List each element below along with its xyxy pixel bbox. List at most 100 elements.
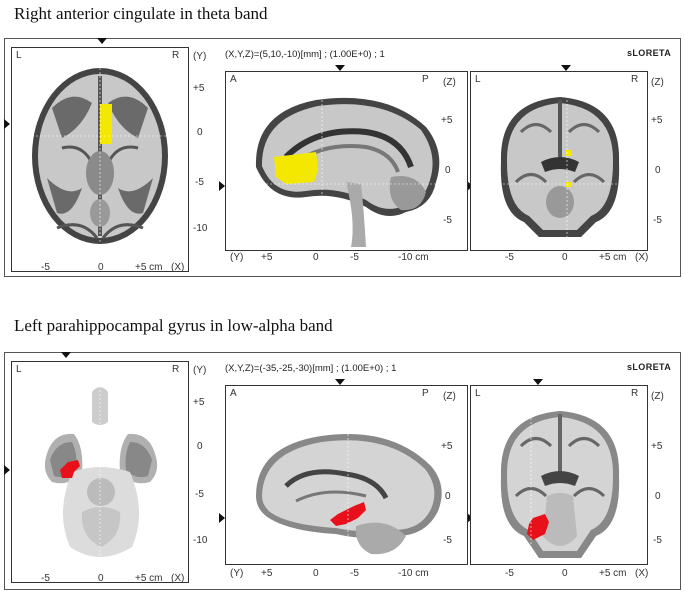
tick-label: -10 cm [398, 568, 429, 579]
sagittal-brain-image [256, 390, 442, 562]
tick-label: 0 [313, 568, 319, 579]
tick-label: +5 [261, 568, 273, 579]
coordinate-readout: (X,Y,Z)=(-35,-25,-30)[mm] ; (1.00E+0) ; … [225, 363, 397, 374]
axis-label: (Y) [230, 252, 244, 263]
axis-label: (Z) [651, 391, 664, 402]
coronal-view[interactable]: L R [470, 385, 648, 565]
tick-label: -5 [443, 215, 452, 226]
axial-view[interactable]: L R [11, 47, 189, 272]
tick-label: -5 [41, 262, 50, 273]
left-label: L [16, 364, 22, 375]
tick-label: -5 [195, 489, 204, 500]
axis-label: (Y) [193, 51, 207, 62]
activation-region [60, 460, 80, 478]
tick-label: +5 [441, 115, 453, 126]
tick-label: 0 [197, 441, 203, 452]
slice-marker-icon[interactable] [4, 465, 10, 475]
tick-label: 0 [197, 127, 203, 138]
slice-marker-icon[interactable] [219, 181, 225, 191]
coronal-view[interactable]: L R [470, 71, 648, 251]
left-label: L [16, 50, 22, 61]
tick-label: -5 [350, 252, 359, 263]
slice-marker-icon[interactable] [533, 379, 543, 385]
tick-label: -5 [41, 573, 50, 584]
tick-label: +5 [193, 83, 205, 94]
tick-label: +5 cm [599, 568, 627, 579]
posterior-label: P [422, 388, 429, 399]
tick-label: -10 [193, 535, 208, 546]
right-label: R [631, 388, 639, 399]
activation-region [566, 182, 571, 187]
sloreta-panel: L R (Y) +5 0 -5 -10 -5 0 +5 cm (X) (X,Y,… [4, 352, 681, 590]
axis-label: (Z) [651, 77, 664, 88]
anterior-label: A [230, 74, 237, 85]
slice-marker-icon[interactable] [561, 65, 571, 71]
section-title: Right anterior cingulate in theta band [14, 4, 268, 23]
axis-label: (Z) [443, 77, 456, 88]
tick-label: +5 [261, 252, 273, 263]
tick-label: -10 cm [398, 252, 429, 263]
tick-label: +5 [441, 441, 453, 452]
tick-label: 0 [98, 573, 104, 584]
axis-label: (X) [171, 573, 185, 584]
axial-view[interactable]: L R [11, 361, 189, 583]
tick-label: -5 [653, 215, 662, 226]
slice-marker-icon[interactable] [335, 379, 345, 385]
right-label: R [631, 74, 639, 85]
axial-brain-image [44, 370, 158, 580]
axis-label: (X) [171, 262, 185, 273]
activation-region [274, 152, 318, 184]
slice-marker-icon[interactable] [61, 352, 71, 358]
tick-label: +5 [651, 115, 663, 126]
tick-label: -10 [193, 223, 208, 234]
tick-label: +5 cm [135, 573, 163, 584]
tick-label: -5 [505, 252, 514, 263]
tick-label: +5 cm [135, 262, 163, 273]
brand-label: sLORETA [627, 362, 672, 372]
tick-label: +5 cm [599, 252, 627, 263]
brand-label: sLORETA [627, 48, 672, 58]
tick-label: -5 [505, 568, 514, 579]
right-label: R [172, 364, 180, 375]
activation-region [566, 150, 572, 156]
tick-label: 0 [98, 262, 104, 273]
tick-label: -5 [350, 568, 359, 579]
axis-label: (Y) [193, 365, 207, 376]
tick-label: 0 [562, 252, 568, 263]
axis-label: (X) [635, 568, 649, 579]
activation-region [100, 104, 112, 144]
tick-label: -5 [653, 535, 662, 546]
axis-label: (X) [635, 252, 649, 263]
tick-label: +5 [651, 441, 663, 452]
slice-marker-icon[interactable] [335, 65, 345, 71]
coordinate-readout: (X,Y,Z)=(5,10,-10)[mm] ; (1.00E+0) ; 1 [225, 49, 385, 60]
section-title: Left parahippocampal gyrus in low-alpha … [14, 316, 333, 335]
sagittal-brain-image [230, 76, 465, 248]
axial-brain-image [16, 56, 186, 270]
coronal-brain-image [500, 390, 620, 562]
coronal-brain-image [475, 76, 645, 248]
slice-marker-icon[interactable] [97, 38, 107, 44]
posterior-label: P [422, 74, 429, 85]
tick-label: 0 [445, 491, 451, 502]
tick-label: 0 [655, 491, 661, 502]
sagittal-view[interactable]: A P [225, 385, 468, 565]
right-label: R [172, 50, 180, 61]
left-label: L [475, 388, 481, 399]
tick-label: -5 [443, 535, 452, 546]
sagittal-view[interactable]: A P [225, 71, 468, 251]
tick-label: -5 [195, 177, 204, 188]
tick-label: 0 [655, 165, 661, 176]
slice-marker-icon[interactable] [219, 513, 225, 523]
tick-label: 0 [562, 568, 568, 579]
slice-marker-icon[interactable] [4, 119, 10, 129]
anterior-label: A [230, 388, 237, 399]
left-label: L [475, 74, 481, 85]
axis-label: (Z) [443, 391, 456, 402]
tick-label: 0 [445, 165, 451, 176]
activation-region [527, 514, 549, 540]
sloreta-panel: L R (Y) +5 0 -5 -10 -5 0 +5 cm (X) (X,Y,… [4, 38, 681, 277]
tick-label: +5 [193, 397, 205, 408]
tick-label: 0 [313, 252, 319, 263]
axis-label: (Y) [230, 568, 244, 579]
